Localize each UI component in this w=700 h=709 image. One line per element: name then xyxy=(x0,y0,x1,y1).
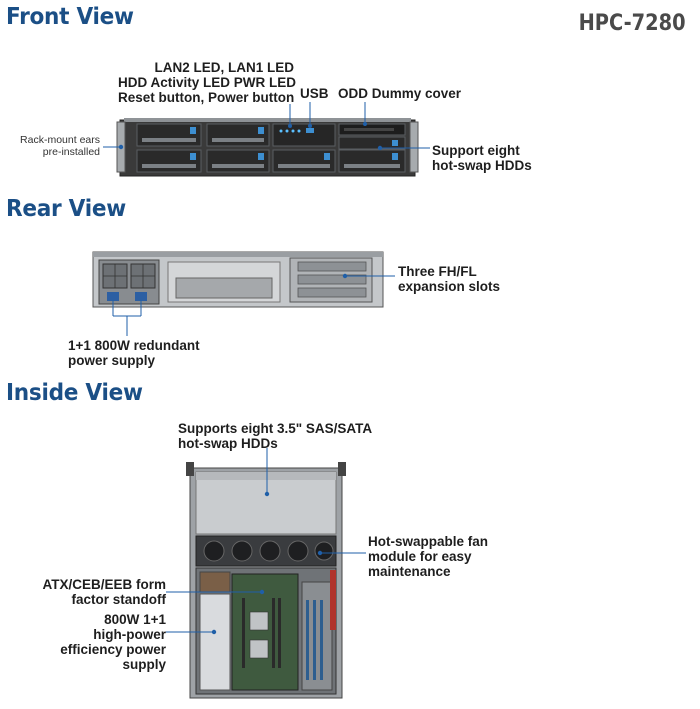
front-usb-label: USB xyxy=(300,86,329,101)
rear-view-title: Rear View xyxy=(6,196,126,222)
inside-psu-label: 800W 1+1 high-power efficiency power sup… xyxy=(60,612,166,672)
inside-atx-label: ATX/CEB/EEB form factor standoff xyxy=(42,577,166,607)
rear-slots-label: Three FH/FL expansion slots xyxy=(398,264,501,294)
front-leds-label: LAN2 LED, LAN1 LED HDD Activity LED PWR … xyxy=(118,60,297,105)
front-hdd-label: Support eight hot-swap HDDs xyxy=(432,143,532,173)
rear-psu-label: 1+1 800W redundant power supply xyxy=(68,338,200,368)
front-view-title: Front View xyxy=(6,4,134,30)
inside-fan-label: Hot-swappable fan module for easy mainte… xyxy=(368,534,489,579)
front-odd-label: ODD Dummy cover xyxy=(338,86,462,101)
inside-hdd-label: Supports eight 3.5" SAS/SATA hot-swap HD… xyxy=(178,421,373,451)
model-name: HPC-7280 xyxy=(579,11,686,36)
inside-view-title: Inside View xyxy=(6,380,143,406)
front-ears-label: Rack-mount ears pre-installed xyxy=(20,134,100,158)
